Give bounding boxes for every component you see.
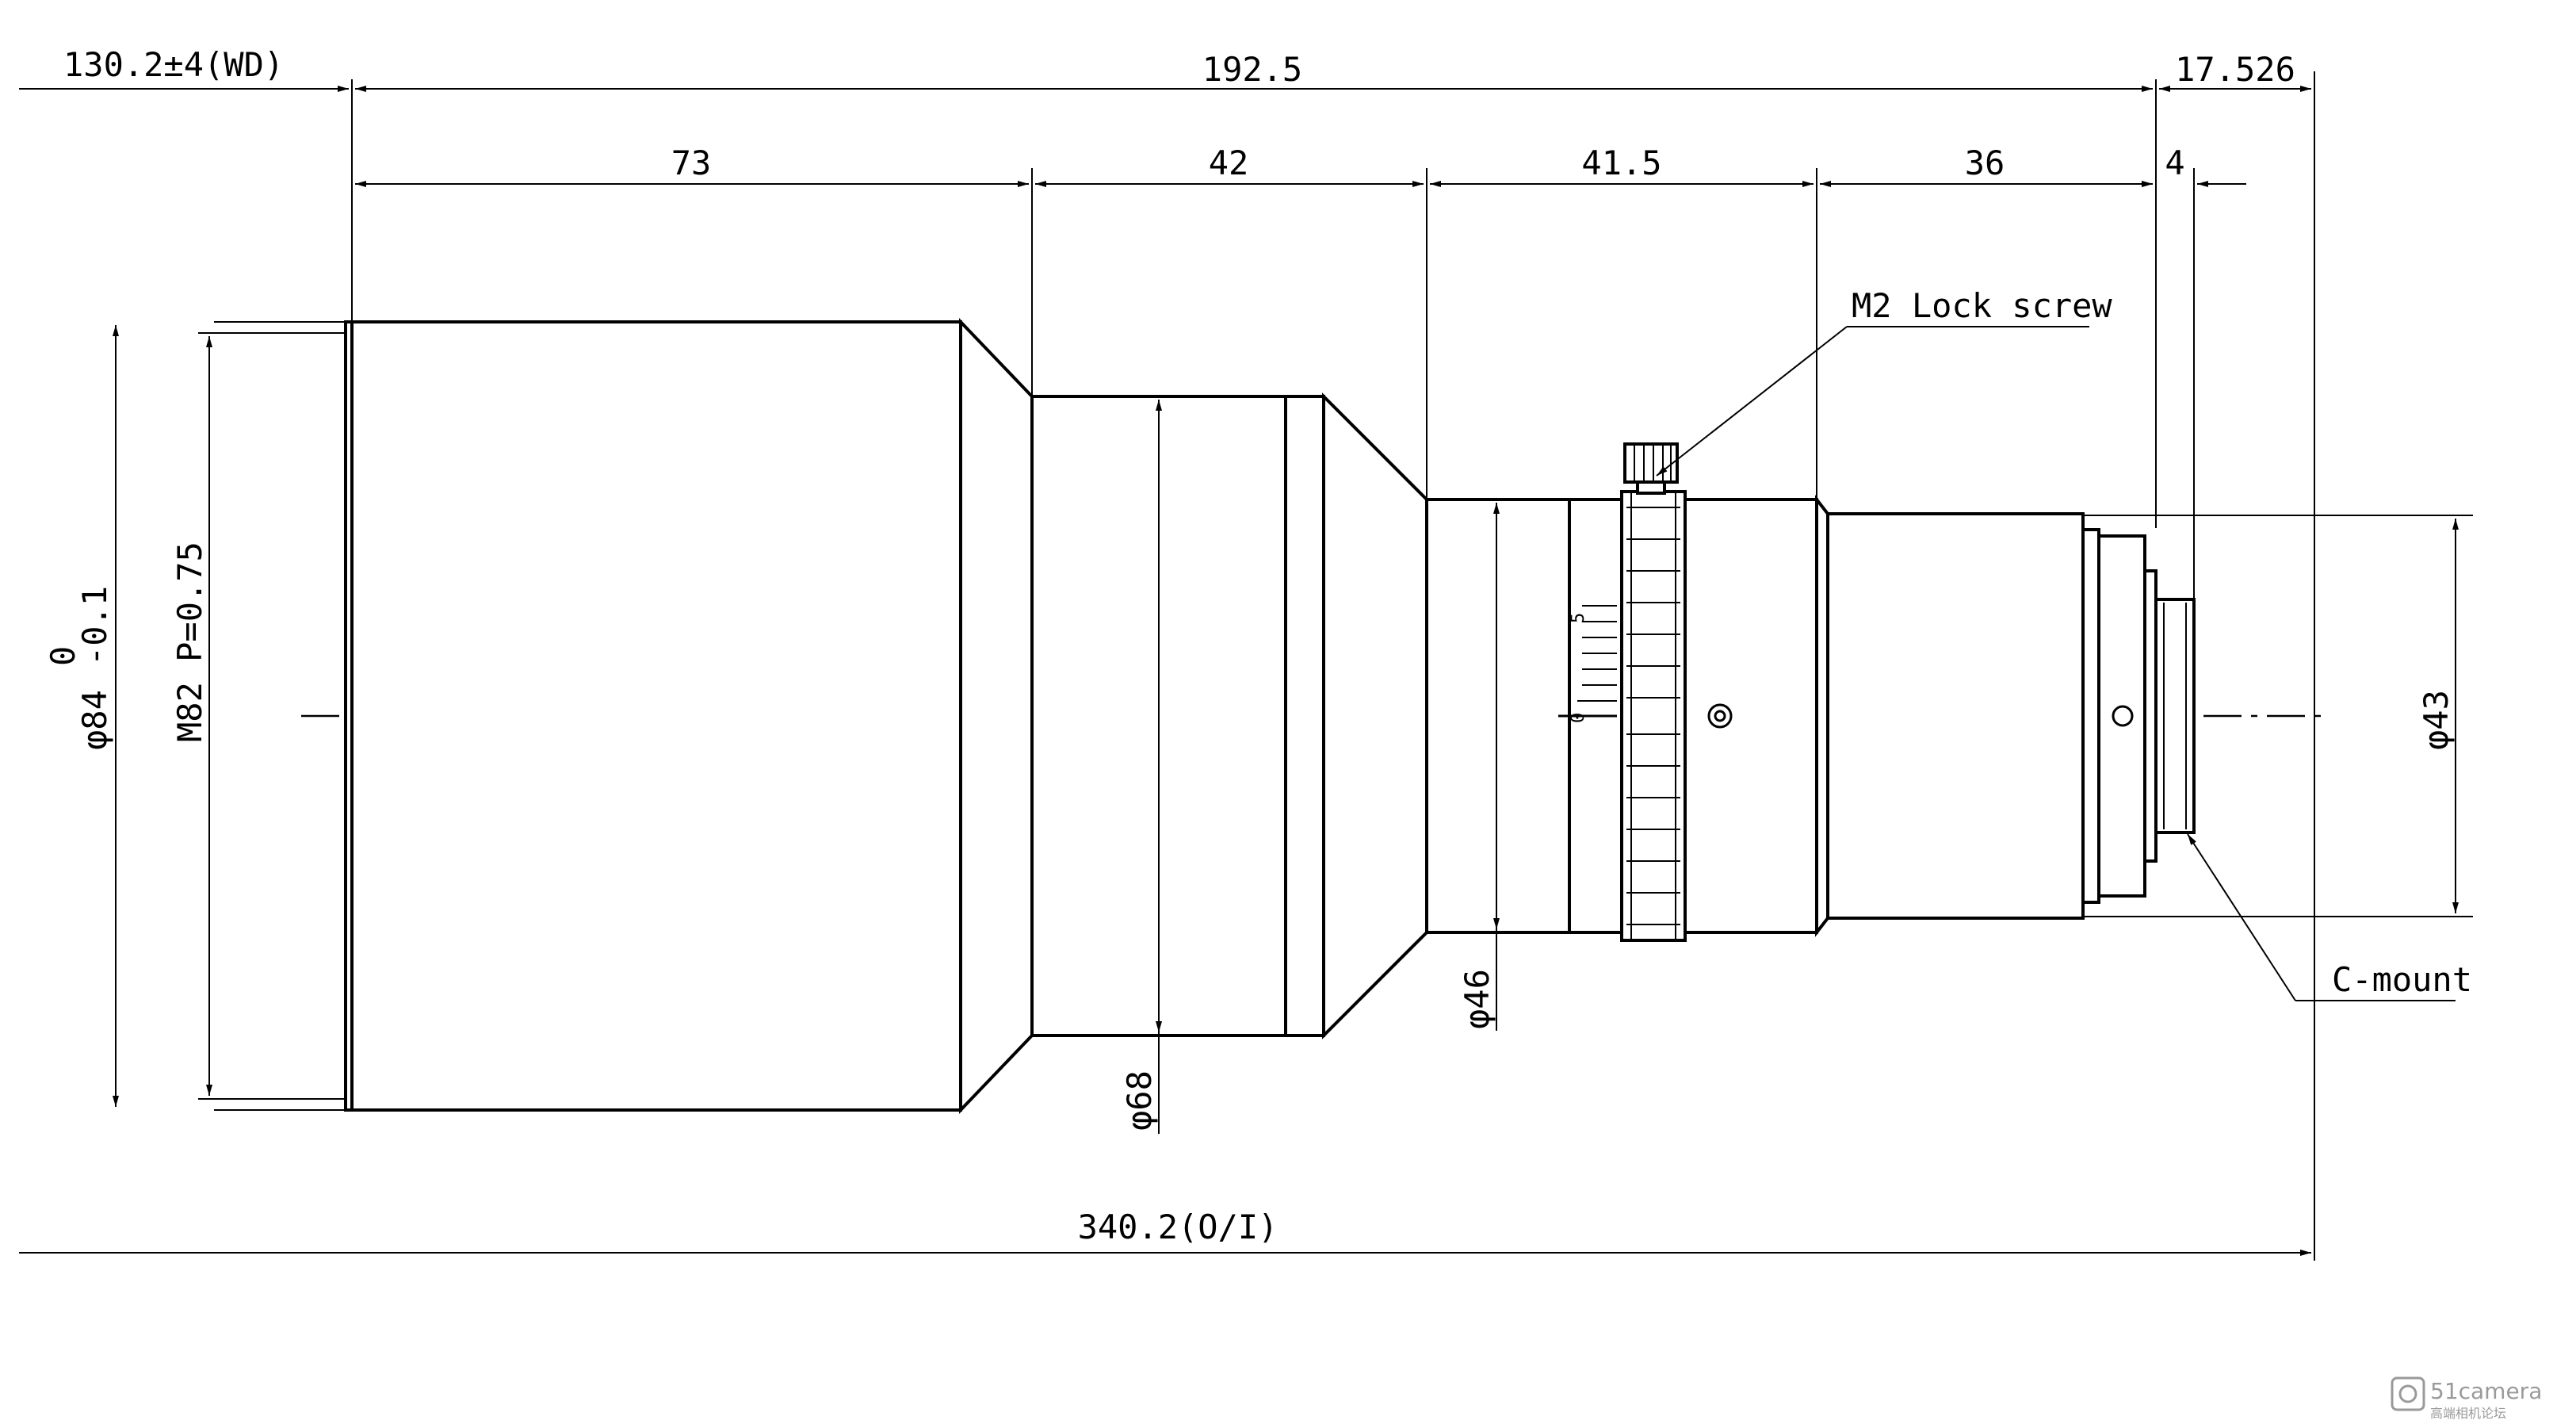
- c-mount-label: C-mount: [2332, 960, 2472, 999]
- focus-barrel: [1425, 498, 1571, 934]
- mount-flange-2: [2097, 534, 2146, 898]
- dim-lens-length: 192.5: [1202, 50, 1302, 89]
- lock-screw-label: M2 Lock screw: [1852, 286, 2112, 325]
- dim-segment-1: 73: [671, 144, 712, 182]
- mid-ring: [1284, 395, 1325, 1037]
- dim-segment-4: 36: [1965, 144, 2005, 182]
- rear-barrel: [1826, 512, 2085, 920]
- dia-barrel: φ68: [1120, 1070, 1159, 1131]
- front-taper: [959, 318, 1034, 1114]
- mount-step: [2143, 569, 2157, 863]
- index-mark-outer: [1707, 703, 1733, 729]
- dim-row-bottom: 340.2(O/I): [19, 1208, 2311, 1256]
- mount-screw: [2112, 705, 2134, 727]
- rear-step: [1815, 495, 1829, 937]
- callout-lock-screw: M2 Lock screw: [1656, 286, 2112, 477]
- dia-front-tol-lower: -0.1: [75, 586, 114, 666]
- dia-front-tol-upper: 0: [44, 646, 82, 666]
- dia-front-outer: φ84: [75, 690, 114, 750]
- watermark-subtext: 高端相机论坛: [2430, 1406, 2506, 1421]
- watermark-logo: 51camera 高端相机论坛: [2391, 1376, 2542, 1421]
- scale-mark-5: 5: [1569, 613, 1588, 623]
- rear-taper: [1322, 392, 1428, 1039]
- dim-object-to-image: 340.2(O/I): [1078, 1208, 1278, 1246]
- c-mount-thread: [2154, 598, 2196, 834]
- dia-filter-thread: M82 P=0.75: [170, 542, 209, 742]
- dim-segment-3: 41.5: [1581, 144, 1661, 182]
- dia-rear: φ43: [2417, 690, 2456, 750]
- extension-lines: [198, 71, 2473, 1261]
- dim-working-distance: 130.2±4(WD): [63, 45, 284, 84]
- focus-ring-knurl: [1626, 492, 1680, 940]
- mount-flange: [2081, 528, 2100, 904]
- dia-focus-section: φ46: [1458, 969, 1496, 1029]
- dim-mount-thread: 4: [2165, 144, 2184, 182]
- lens-body: [344, 318, 2196, 1114]
- focus-ring: [1620, 490, 1687, 942]
- dim-row-top: 130.2±4(WD) 192.5 17.526: [19, 45, 2311, 92]
- index-mark-inner: [1714, 710, 1726, 722]
- diameter-dims: φ84 0 -0.1 M82 P=0.75 φ68 φ46 φ43: [44, 325, 2459, 1134]
- watermark-text: 51camera: [2430, 1378, 2542, 1404]
- lock-screw-head: [1623, 442, 1679, 484]
- dim-segment-2: 42: [1209, 144, 1249, 182]
- front-barrel: [350, 320, 962, 1112]
- scale-mark-0: 0: [1569, 713, 1588, 723]
- dim-flange-back: 17.526: [2175, 50, 2295, 89]
- callout-c-mount: C-mount: [2187, 833, 2472, 1001]
- lock-screw-shank: [1636, 480, 1666, 495]
- dim-row-segments: 73 42 41.5 36 4: [355, 144, 2246, 187]
- ring-collar: [1684, 498, 1818, 934]
- focus-scale: 0 5: [1558, 605, 1617, 723]
